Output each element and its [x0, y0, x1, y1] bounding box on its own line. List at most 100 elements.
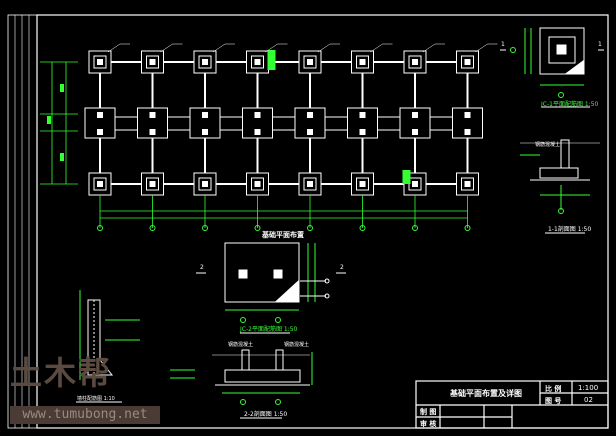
column — [359, 59, 366, 65]
dimension-text — [60, 153, 64, 161]
dimension-text — [47, 116, 51, 124]
beam-segment — [428, 116, 454, 131]
footing-step — [146, 55, 159, 69]
concrete-note-3: 钢筋混凝土 — [284, 342, 310, 348]
column — [97, 112, 103, 118]
column — [254, 112, 261, 118]
column — [464, 59, 471, 65]
number-label: 图 号 — [545, 397, 562, 405]
concrete-note-1: 钢筋混凝土 — [535, 142, 561, 148]
scale-label: 比 例 — [545, 385, 562, 393]
column — [412, 59, 418, 65]
beam-segment — [271, 116, 296, 131]
beam-segment — [166, 116, 191, 131]
footing-step — [251, 177, 264, 191]
grid-bubble — [97, 225, 103, 231]
beam-segment — [113, 116, 139, 131]
column — [149, 59, 156, 65]
column — [359, 112, 366, 118]
column — [202, 112, 208, 118]
footing-step — [198, 177, 212, 191]
column — [149, 112, 156, 118]
watermark-logo: 土木帮 — [10, 354, 113, 392]
watermark-url: www.tumubong.net — [10, 406, 160, 424]
column — [464, 181, 471, 187]
jc1-title: JC-1平面配筋图 1:50 — [541, 101, 599, 108]
column — [307, 112, 313, 118]
grid-bubble — [307, 225, 313, 231]
leader-line — [422, 43, 436, 53]
footing-step — [93, 55, 107, 69]
column — [254, 181, 261, 187]
jc1-footing — [539, 27, 585, 75]
footing-step — [303, 55, 317, 69]
section-mark-2-left: 2 — [200, 264, 204, 271]
scale-value: 1:100 — [578, 384, 599, 392]
footing-step — [251, 55, 264, 69]
leader-line — [475, 43, 488, 53]
column — [412, 129, 418, 135]
section-mark-1-right: 1 — [598, 41, 602, 48]
dimension-text — [60, 84, 64, 92]
beam-segment — [376, 116, 401, 131]
leader-line — [212, 43, 226, 53]
drawing-frame — [36, 14, 609, 429]
footing-step — [356, 177, 369, 191]
column — [202, 181, 208, 187]
grid-bubble — [254, 225, 261, 231]
grid-bubble — [412, 225, 418, 231]
jc2-title: JC-2平面配筋图 1:50 — [240, 326, 298, 333]
column — [307, 59, 313, 65]
section-mark-1-left: 1 — [501, 41, 505, 48]
leader-line — [160, 43, 173, 53]
column — [412, 181, 418, 187]
detail-title: 墙柱配筋图 1:10 — [77, 396, 115, 402]
column — [97, 181, 103, 187]
column — [149, 181, 156, 187]
leader-line — [265, 43, 278, 53]
section-1-title: 1-1剖面图 1:50 — [548, 226, 592, 233]
grid-bubble — [464, 225, 471, 231]
leader-line — [370, 43, 383, 53]
leader-line — [317, 43, 331, 53]
column — [202, 129, 208, 135]
footing-step — [146, 177, 159, 191]
drawn-label: 制 图 — [420, 408, 437, 416]
grid-bubble — [359, 225, 366, 231]
drawing-name: 基础平面布置及详图 — [450, 389, 522, 398]
footing-step — [461, 55, 474, 69]
dimension-text — [267, 50, 276, 70]
number-value: 02 — [584, 396, 593, 404]
footing-step — [198, 55, 212, 69]
grid-bubble — [149, 225, 156, 231]
column — [464, 112, 471, 118]
footing-step — [461, 177, 474, 191]
column — [97, 59, 103, 65]
footing-step — [356, 55, 369, 69]
footing-step — [303, 177, 317, 191]
column — [464, 129, 471, 135]
footing-step — [93, 177, 107, 191]
section-2-title: 2-2剖面图 1:50 — [244, 411, 288, 418]
section-mark-2-right: 2 — [340, 264, 344, 271]
column — [97, 129, 103, 135]
left-strip — [7, 14, 38, 429]
grid-bubble — [202, 225, 208, 231]
footing-step — [408, 55, 422, 69]
column — [412, 112, 418, 118]
column — [149, 129, 156, 135]
foundation-plan — [40, 43, 498, 231]
column — [254, 59, 261, 65]
column — [307, 181, 313, 187]
concrete-note-2: 钢筋混凝土 — [228, 342, 254, 348]
column — [359, 181, 366, 187]
beam-segment — [218, 116, 244, 131]
column — [254, 129, 261, 135]
column — [307, 129, 313, 135]
check-label: 审 核 — [420, 420, 437, 428]
leader-line — [107, 43, 121, 53]
beam-segment — [323, 116, 349, 131]
dimension-text — [402, 170, 411, 184]
column — [202, 59, 208, 65]
